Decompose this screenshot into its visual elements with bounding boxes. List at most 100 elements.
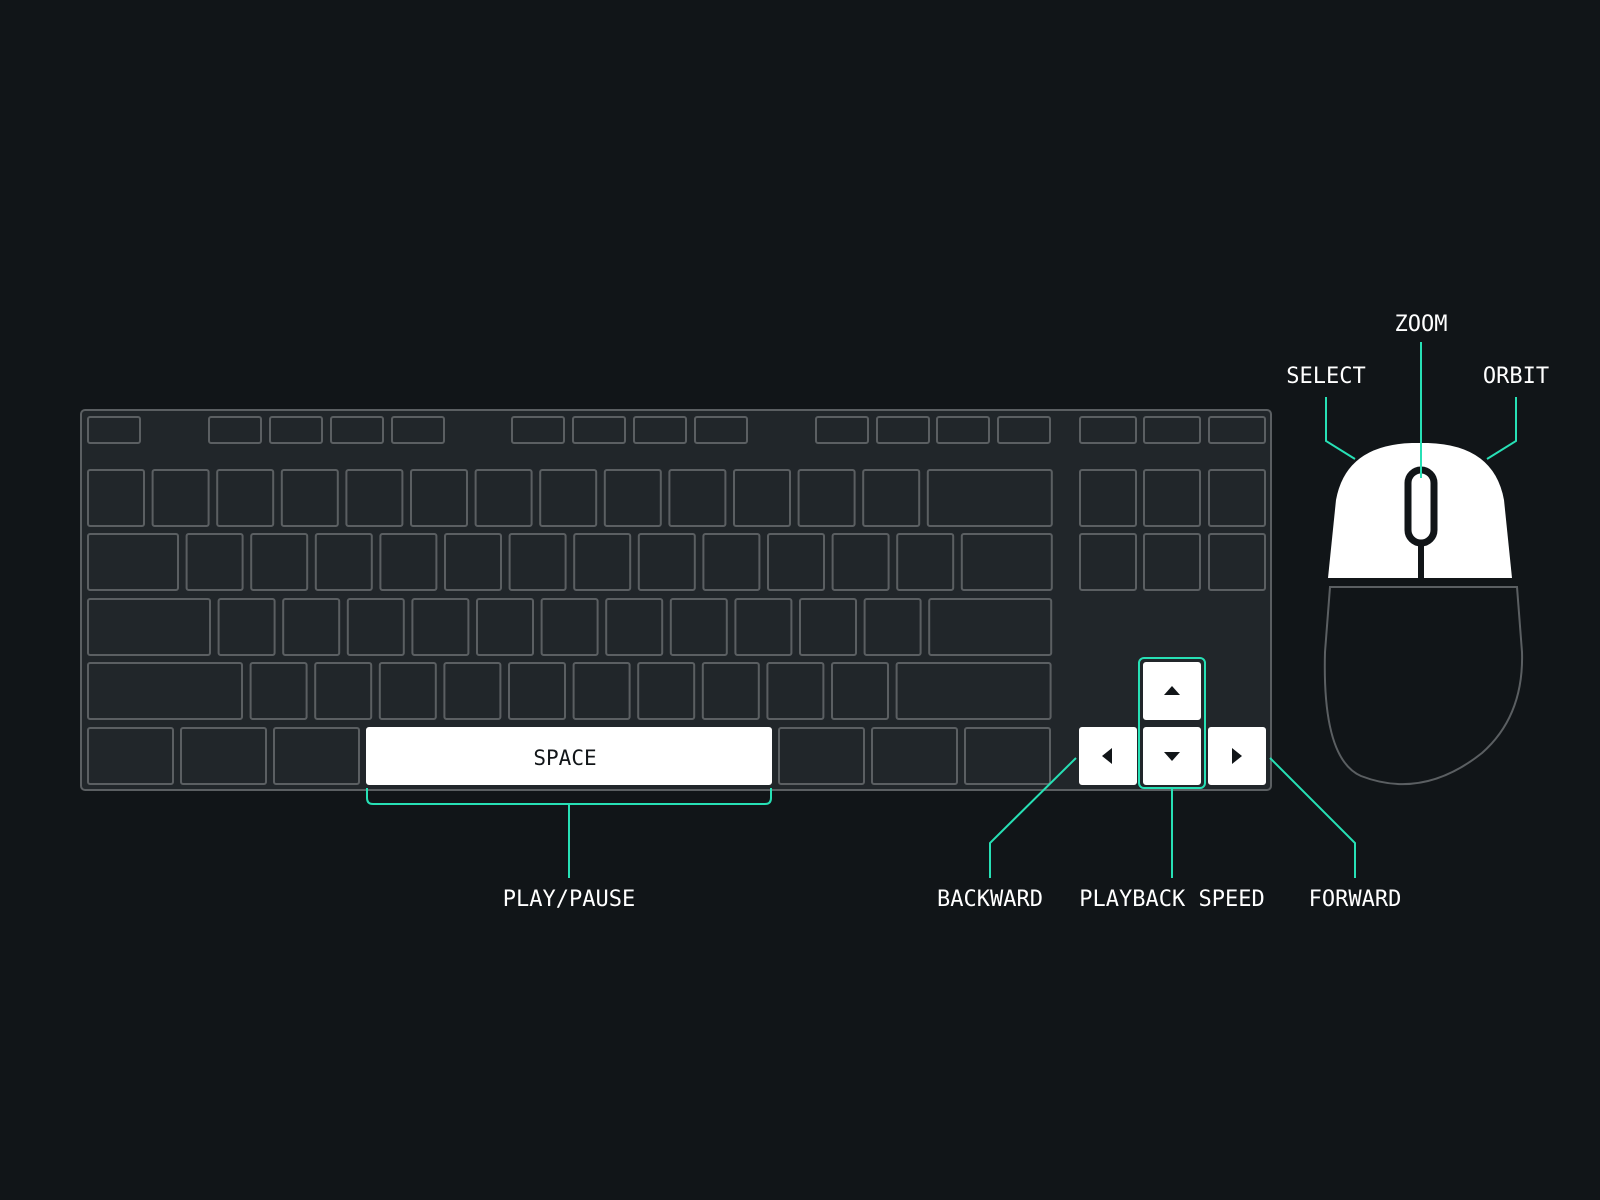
navigation-key [1208,416,1266,444]
home-row-key [282,598,341,656]
tab-row-key [896,533,955,591]
function-key [208,416,262,444]
play-pause-label: PLAY/PAUSE [503,887,635,912]
home-row-key [928,598,1053,656]
arrow-right-icon [1232,748,1242,764]
function-key [694,416,748,444]
tab-row-key [831,533,890,591]
home-row-key [863,598,922,656]
modifier-key [871,727,958,785]
number-row-key [151,469,210,527]
function-key [876,416,930,444]
number-row-key [87,469,145,527]
tab-row-key [379,533,438,591]
navigation-key [1143,416,1201,444]
shift-row-key [895,662,1052,720]
home-row-key [669,598,728,656]
shift-row-key [637,662,696,720]
home-row-key [87,598,211,656]
space-key-label: SPACE [533,746,596,770]
function-key [997,416,1051,444]
function-key [269,416,323,444]
backward-label: BACKWARD [937,887,1043,912]
function-key [330,416,384,444]
tab-row-key [573,533,632,591]
home-row-key [540,598,599,656]
zoom-label: ZOOM [1395,312,1448,337]
number-row-key [410,469,468,527]
tab-row-key [444,533,502,591]
number-row-key [474,469,533,527]
arrow-down-icon [1164,752,1180,761]
shift-row-key [701,662,760,720]
function-key [936,416,990,444]
function-key [511,416,565,444]
navigation-key [1208,469,1266,527]
shift-row-key [249,662,308,720]
tab-row-key [185,533,244,591]
escape-key [87,416,141,444]
playback-speed-label: PLAYBACK SPEED [1079,887,1264,912]
navigation-key [1143,469,1201,527]
function-key [815,416,869,444]
orbit-label: ORBIT [1483,364,1549,389]
orbit-connector [1486,397,1517,460]
function-key [391,416,445,444]
modifier-key [273,727,360,785]
tab-row-key [250,533,309,591]
function-key [572,416,626,444]
select-label: SELECT [1286,364,1365,389]
mouse-body [1323,586,1524,786]
number-row-key [603,469,662,527]
shift-row-key [508,662,566,720]
number-row-key [862,469,921,527]
number-row-key [733,469,791,527]
tab-row-key [314,533,373,591]
tab-row-key [87,533,179,591]
function-key [633,416,687,444]
modifier-key [180,727,267,785]
navigation-key [1079,533,1137,591]
home-row-key [346,598,405,656]
home-row-key [734,598,793,656]
home-row-key [799,598,857,656]
forward-label: FORWARD [1309,887,1402,912]
space-key [366,727,772,785]
number-row-key [216,469,275,527]
shift-row-key [314,662,373,720]
home-row-key [605,598,664,656]
forward-connector [1269,757,1356,878]
backward-connector [989,757,1077,878]
scroll-wheel-icon [1404,466,1438,547]
home-row-key [411,598,470,656]
shift-row-key [87,662,243,720]
tab-row-key [960,533,1053,591]
modifier-key [964,727,1051,785]
number-row-key [280,469,339,527]
arrow-left-icon [1102,748,1112,764]
select-connector [1325,397,1356,460]
navigation-key [1079,469,1137,527]
shift-row-key [572,662,631,720]
keyboard-keys [87,416,1266,785]
modifier-key [87,727,174,785]
tab-row-key [767,533,825,591]
number-row-key [668,469,727,527]
shift-row-key [831,662,889,720]
home-row-key [217,598,276,656]
modifier-key [778,727,865,785]
arrow-up-icon [1164,686,1180,695]
number-row-key [345,469,404,527]
shift-row-key [766,662,825,720]
number-row-key [539,469,598,527]
navigation-key [1079,416,1137,444]
navigation-key [1143,533,1201,591]
mouse [1323,443,1524,786]
number-row-key [797,469,856,527]
home-row-key [476,598,534,656]
shift-row-key [443,662,502,720]
tab-row-key [702,533,761,591]
shift-row-key [378,662,437,720]
tab-row-key [508,533,567,591]
